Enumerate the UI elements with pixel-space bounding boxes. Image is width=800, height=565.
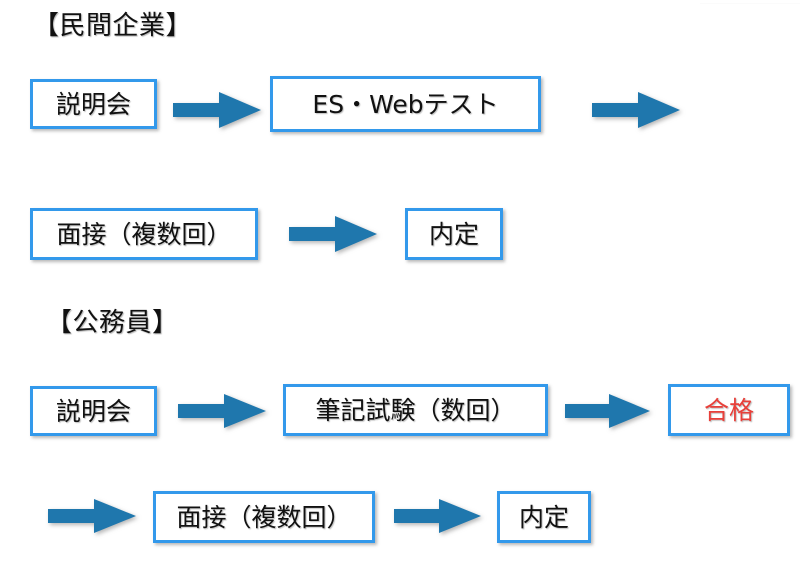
arrow-right-icon bbox=[394, 497, 481, 535]
arrow-right-icon bbox=[565, 392, 650, 430]
node-setsumeikai-public[interactable]: 説明会 bbox=[30, 386, 157, 436]
arrow-right-icon bbox=[592, 90, 680, 130]
node-label: 内定 bbox=[428, 219, 479, 249]
node-naitei-private[interactable]: 内定 bbox=[405, 208, 503, 260]
node-mensetsu-private[interactable]: 面接（複数回） bbox=[30, 208, 258, 260]
top-edge-rule bbox=[700, 3, 800, 4]
arrow-right-icon bbox=[289, 214, 377, 254]
node-label: 説明会 bbox=[55, 89, 131, 119]
node-mensetsu-public[interactable]: 面接（複数回） bbox=[153, 491, 375, 543]
node-label: 筆記試験（数回） bbox=[315, 395, 516, 425]
arrow-right-icon bbox=[178, 392, 266, 430]
node-setsumeikai-private[interactable]: 説明会 bbox=[30, 79, 157, 129]
node-label: ES・Webテスト bbox=[312, 89, 499, 119]
section-heading-private-company: 【民間企業】 bbox=[33, 11, 193, 41]
node-es-web-test[interactable]: ES・Webテスト bbox=[270, 76, 541, 132]
node-goukaku[interactable]: 合格 bbox=[668, 384, 790, 436]
node-label: 内定 bbox=[518, 502, 569, 532]
node-label: 説明会 bbox=[55, 396, 131, 426]
node-label: 面接（複数回） bbox=[56, 219, 232, 249]
section-heading-public-servant: 【公務員】 bbox=[46, 308, 179, 338]
node-hikki-shiken[interactable]: 筆記試験（数回） bbox=[283, 384, 548, 436]
arrow-right-icon bbox=[48, 497, 136, 535]
node-label: 合格 bbox=[703, 395, 754, 425]
node-label: 面接（複数回） bbox=[176, 502, 352, 532]
arrow-right-icon bbox=[173, 90, 261, 130]
node-naitei-public[interactable]: 内定 bbox=[497, 491, 591, 543]
